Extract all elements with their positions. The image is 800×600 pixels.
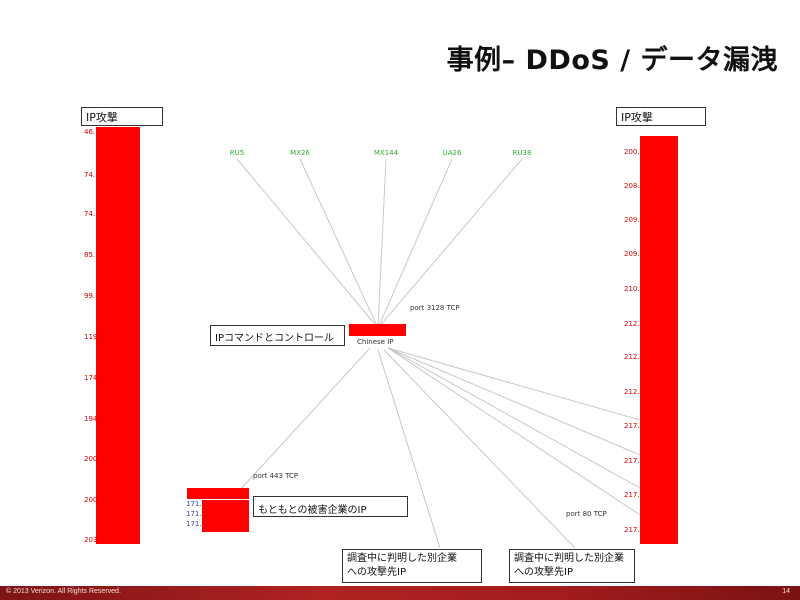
country-edge (377, 158, 453, 329)
bar-layer (96, 127, 678, 544)
right-ip-label: 217. (624, 491, 640, 499)
left-column-header: IP攻撃 (81, 107, 163, 126)
left-ip-label: 174 (84, 374, 98, 382)
left-ip-label: 46. (84, 128, 95, 136)
victim-box-main (202, 500, 249, 532)
left-ip-label: 200 (84, 496, 97, 504)
hub-box (349, 324, 406, 336)
left-ip-label: 85. (84, 251, 95, 259)
investigation-box-2-line2: への攻撃先IP (514, 567, 573, 578)
victim-callout: もともとの被害企業のIP (253, 496, 408, 517)
hub-port-label: port 3128 TCP (410, 304, 460, 312)
country-label: RU5 (230, 149, 244, 157)
right-ip-label: 208. (624, 182, 640, 190)
footer-page-number: 14 (782, 588, 790, 595)
country-edge (236, 158, 379, 329)
victim-callout-text: もともとの被害企業のIP (258, 505, 367, 516)
left-ip-bar (96, 127, 140, 544)
left-column-header-text: IP攻撃 (86, 111, 118, 124)
left-ip-label: 74. (84, 171, 95, 179)
left-ip-label: 99. (84, 292, 95, 300)
hub-victim-edge (239, 347, 371, 491)
right-ip-label: 217. (624, 526, 640, 534)
right-column-header: IP攻撃 (616, 107, 706, 126)
victim-port-label: port 443 TCP (253, 472, 298, 480)
right-ip-label: 212. (624, 388, 640, 396)
victim-ip-label: 171. (186, 510, 202, 518)
victim-ip-label: 171. (186, 520, 202, 528)
victim-ip-label: 171. (186, 500, 202, 508)
right-ip-label: 209. (624, 216, 640, 224)
right-column-header-text: IP攻撃 (621, 111, 653, 124)
investigation-box-2: 調査中に判明した別企業 への攻撃先IP (509, 549, 635, 583)
left-ip-label: 119 (84, 333, 97, 341)
investigation-box-2-line1: 調査中に判明した別企業 (514, 553, 624, 564)
right-ip-label: 217. (624, 457, 640, 465)
footer-bar: © 2013 Verizon. All Rights Reserved. 14 (0, 586, 800, 600)
left-ip-label: 200 (84, 455, 97, 463)
country-label: MX26 (290, 149, 310, 157)
hub-investigation-edge (383, 349, 576, 549)
country-edge (377, 158, 387, 329)
edge-layer (236, 158, 641, 549)
hub-right-edge (387, 347, 641, 489)
left-ip-label: 74. (84, 210, 95, 218)
right-ip-label: 212. (624, 320, 640, 328)
victim-box-top (187, 488, 249, 499)
command-control-callout: IPコマンドとコントロール (210, 325, 345, 346)
left-ip-label: 194 (84, 415, 98, 423)
right-ip-label: 217. (624, 422, 640, 430)
country-label: RU38 (513, 149, 532, 157)
country-edge (377, 158, 523, 329)
command-control-callout-text: IPコマンドとコントロール (215, 333, 334, 344)
country-edge (299, 158, 379, 329)
right-ip-bar (640, 136, 678, 544)
hub-right-edge (387, 347, 641, 516)
hub-name-label: Chinese IP (357, 338, 393, 346)
hub-investigation-edge (377, 349, 441, 549)
right-ip-label: 210. (624, 285, 640, 293)
right-ip-label: 200. (624, 148, 640, 156)
investigation-box-1: 調査中に判明した別企業 への攻撃先IP (342, 549, 482, 583)
investigation-box-1-line2: への攻撃先IP (347, 567, 406, 578)
left-ip-label: 203 (84, 536, 97, 544)
hub-right-edge (387, 347, 641, 456)
hub-right-edge (387, 347, 641, 421)
slide-title: 事例– DDoS / データ漏洩 (446, 45, 778, 76)
right-port-label: port 80 TCP (566, 510, 607, 518)
right-ip-label: 209. (624, 250, 640, 258)
investigation-box-1-line1: 調査中に判明した別企業 (347, 553, 457, 564)
country-label: UA26 (443, 149, 462, 157)
right-ip-label: 212. (624, 353, 640, 361)
country-label: MX144 (374, 149, 399, 157)
footer-copyright: © 2013 Verizon. All Rights Reserved. (6, 588, 121, 595)
